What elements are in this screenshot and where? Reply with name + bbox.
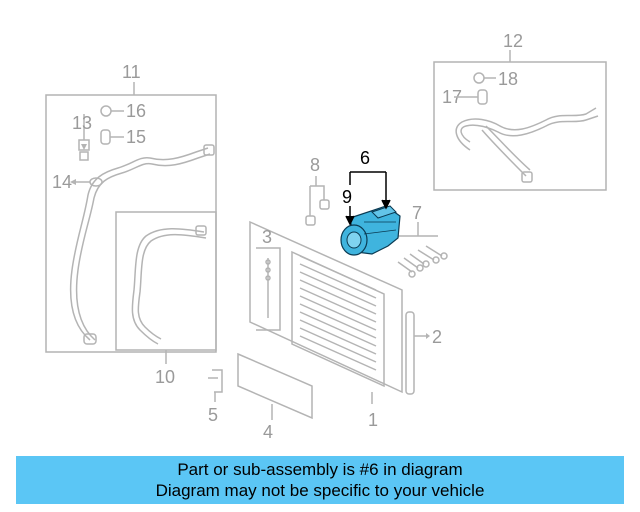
callout-2: 2 (432, 327, 442, 347)
seal-strip-2 (405, 311, 428, 395)
condenser-1 (249, 220, 403, 404)
callout-8: 8 (310, 155, 320, 175)
caption-bar: Part or sub-assembly is #6 in diagram Di… (16, 456, 624, 504)
callout-13: 13 (72, 113, 92, 133)
hose-assembly-12 (455, 72, 599, 183)
part-8-fasteners (305, 176, 330, 226)
callout-14: 14 (52, 172, 72, 192)
callout-7: 7 (412, 203, 422, 223)
callout-6-9-leaders (345, 171, 391, 226)
callout-12: 12 (503, 31, 523, 51)
callout-16: 16 (126, 101, 146, 121)
callout-6: 6 (360, 148, 370, 168)
hose-assembly-10 (131, 225, 207, 345)
bolts-7 (396, 222, 448, 278)
box-12-frame (433, 50, 607, 191)
callout-arrows (70, 96, 466, 339)
hose-assembly-11 (69, 144, 215, 345)
callout-10: 10 (155, 367, 175, 387)
callout-3: 3 (262, 227, 272, 247)
callout-4: 4 (263, 422, 273, 442)
callout-11: 11 (122, 62, 141, 82)
receiver-drier-3 (256, 247, 281, 331)
callout-1: 1 (368, 410, 378, 430)
callout-5: 5 (208, 405, 218, 425)
callout-17: 17 (442, 87, 462, 107)
box-11-frame (45, 82, 217, 353)
caption-line-1: Part or sub-assembly is #6 in diagram (177, 460, 463, 479)
callout-18: 18 (498, 69, 518, 89)
callout-15: 15 (126, 127, 146, 147)
bracket-5 (208, 369, 223, 402)
callout-9: 9 (342, 187, 352, 207)
compressor-6-highlight (340, 205, 401, 256)
panel-4 (237, 352, 313, 420)
caption-line-2: Diagram may not be specific to your vehi… (155, 481, 485, 500)
box-10-frame (115, 211, 217, 364)
